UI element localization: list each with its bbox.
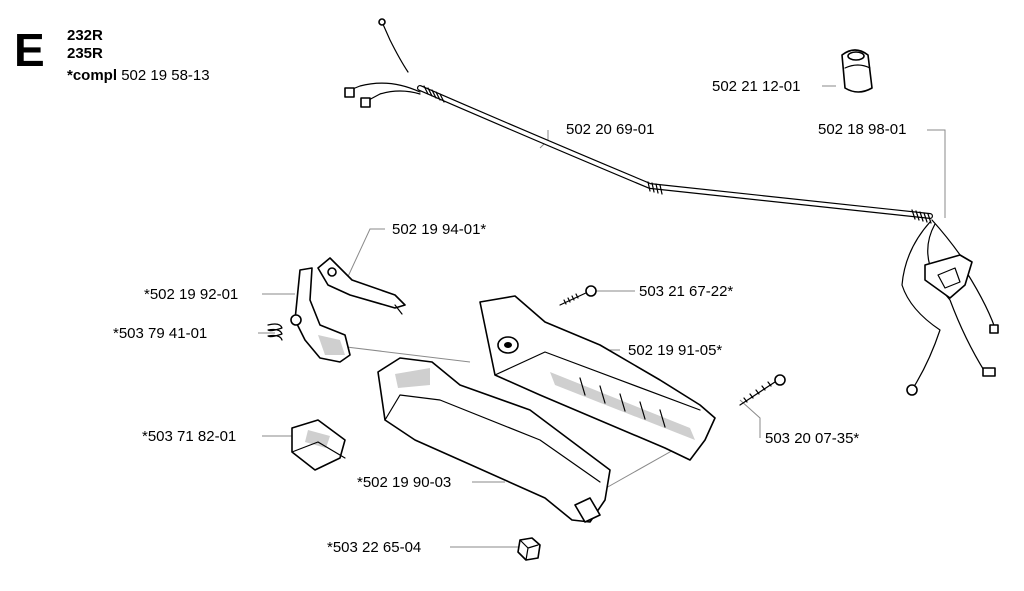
- handle-right-boss-hole: [504, 342, 512, 348]
- screw-long-head: [774, 374, 786, 386]
- lever-tip: [394, 304, 403, 315]
- spring-drawing: [267, 323, 283, 341]
- harness-switch-body: [924, 254, 973, 299]
- stop-switch-drawing: [291, 419, 346, 471]
- screw-long-thread: [743, 381, 772, 403]
- wiring-harness-drawing: [901, 219, 999, 396]
- handle-left-edge: [384, 394, 601, 483]
- cable-coil-middle: [647, 181, 663, 195]
- screw-long-drawing: [739, 374, 786, 406]
- nut-edges: [519, 539, 539, 561]
- label-nut: *503 22 65-04: [327, 539, 422, 556]
- label-spring: *503 79 41-01: [113, 325, 208, 342]
- label-handle-left: *502 19 90-03: [357, 474, 452, 491]
- trigger-pivot: [290, 314, 302, 326]
- trigger-body: [294, 267, 351, 363]
- cable-end-ring: [378, 18, 386, 26]
- leader-throttle-lever: [344, 228, 385, 284]
- throttle-cable-drawing: [344, 18, 933, 224]
- stop-switch-rocker: [305, 430, 330, 448]
- cable-sheath-outer: [417, 85, 933, 219]
- harness-terminal-b: [989, 324, 999, 334]
- trigger-shading: [318, 335, 345, 355]
- cable-wire-b: [364, 90, 421, 103]
- connector-a: [344, 87, 355, 98]
- throttle-trigger-drawing: [290, 267, 351, 363]
- stop-switch-edge: [291, 441, 346, 459]
- complete-kit-line: *compl 502 19 58-13: [67, 67, 210, 84]
- label-screw-long: 503 20 07-35*: [765, 430, 860, 447]
- handle-right-ribs: [579, 377, 666, 428]
- harness-terminal-a: [982, 367, 996, 377]
- label-grommet: 502 21 12-01: [712, 78, 801, 95]
- compl-number: 502 19 58-13: [121, 67, 210, 84]
- cable-wire-a: [344, 82, 421, 93]
- connector-b: [360, 97, 371, 108]
- screw-top-shaft: [559, 291, 589, 306]
- nut-drawing: [517, 537, 541, 561]
- leader-screw-long: [739, 399, 761, 438]
- handle-right-inner-edge: [494, 351, 701, 411]
- screw-top-thread: [563, 293, 579, 305]
- label-throttle-cable: 502 20 69-01: [566, 121, 655, 138]
- section-letter: E: [14, 24, 45, 76]
- grommet-top: [847, 51, 865, 61]
- harness-ring-terminal: [906, 384, 918, 396]
- handle-left-drawing: [377, 357, 611, 523]
- grommet-groove: [844, 64, 871, 69]
- harness-switch-face: [937, 267, 961, 289]
- grommet-drawing: [841, 49, 873, 93]
- harness-wire-3: [927, 223, 986, 373]
- harness-wire-2: [901, 221, 941, 386]
- compl-prefix: *compl: [67, 67, 118, 84]
- label-handle-right: 502 19 91-05*: [628, 342, 723, 359]
- label-stop-switch: *503 71 82-01: [142, 428, 237, 445]
- lever-arm: [317, 257, 406, 309]
- leader-trigger-handle: [329, 344, 471, 363]
- throttle-lever-drawing: [317, 257, 406, 315]
- label-throttle-lever: 502 19 94-01*: [392, 221, 487, 238]
- cable-sheath-inner: [418, 86, 932, 218]
- spring-coil: [267, 323, 283, 341]
- label-screw-top: 503 21 67-22*: [639, 283, 734, 300]
- label-wiring-harness: 502 18 98-01: [818, 121, 907, 138]
- grommet-body: [841, 49, 873, 93]
- leader-wiring-harness: [927, 129, 946, 218]
- label-throttle-trigger: *502 19 92-01: [144, 286, 239, 303]
- handle-right-drawing: [479, 295, 716, 461]
- lever-pivot: [327, 267, 337, 277]
- cable-coil-right: [911, 209, 932, 224]
- handle-right-shading: [550, 372, 695, 440]
- screw-top-head: [585, 285, 597, 297]
- model-232r: 232R: [67, 27, 103, 44]
- screw-top-drawing: [559, 285, 597, 306]
- cable-upper-wire: [381, 21, 409, 73]
- handle-left-tab: [574, 497, 601, 523]
- cable-coil-left: [423, 85, 445, 103]
- handle-left-window: [395, 368, 430, 388]
- model-235r: 235R: [67, 45, 103, 62]
